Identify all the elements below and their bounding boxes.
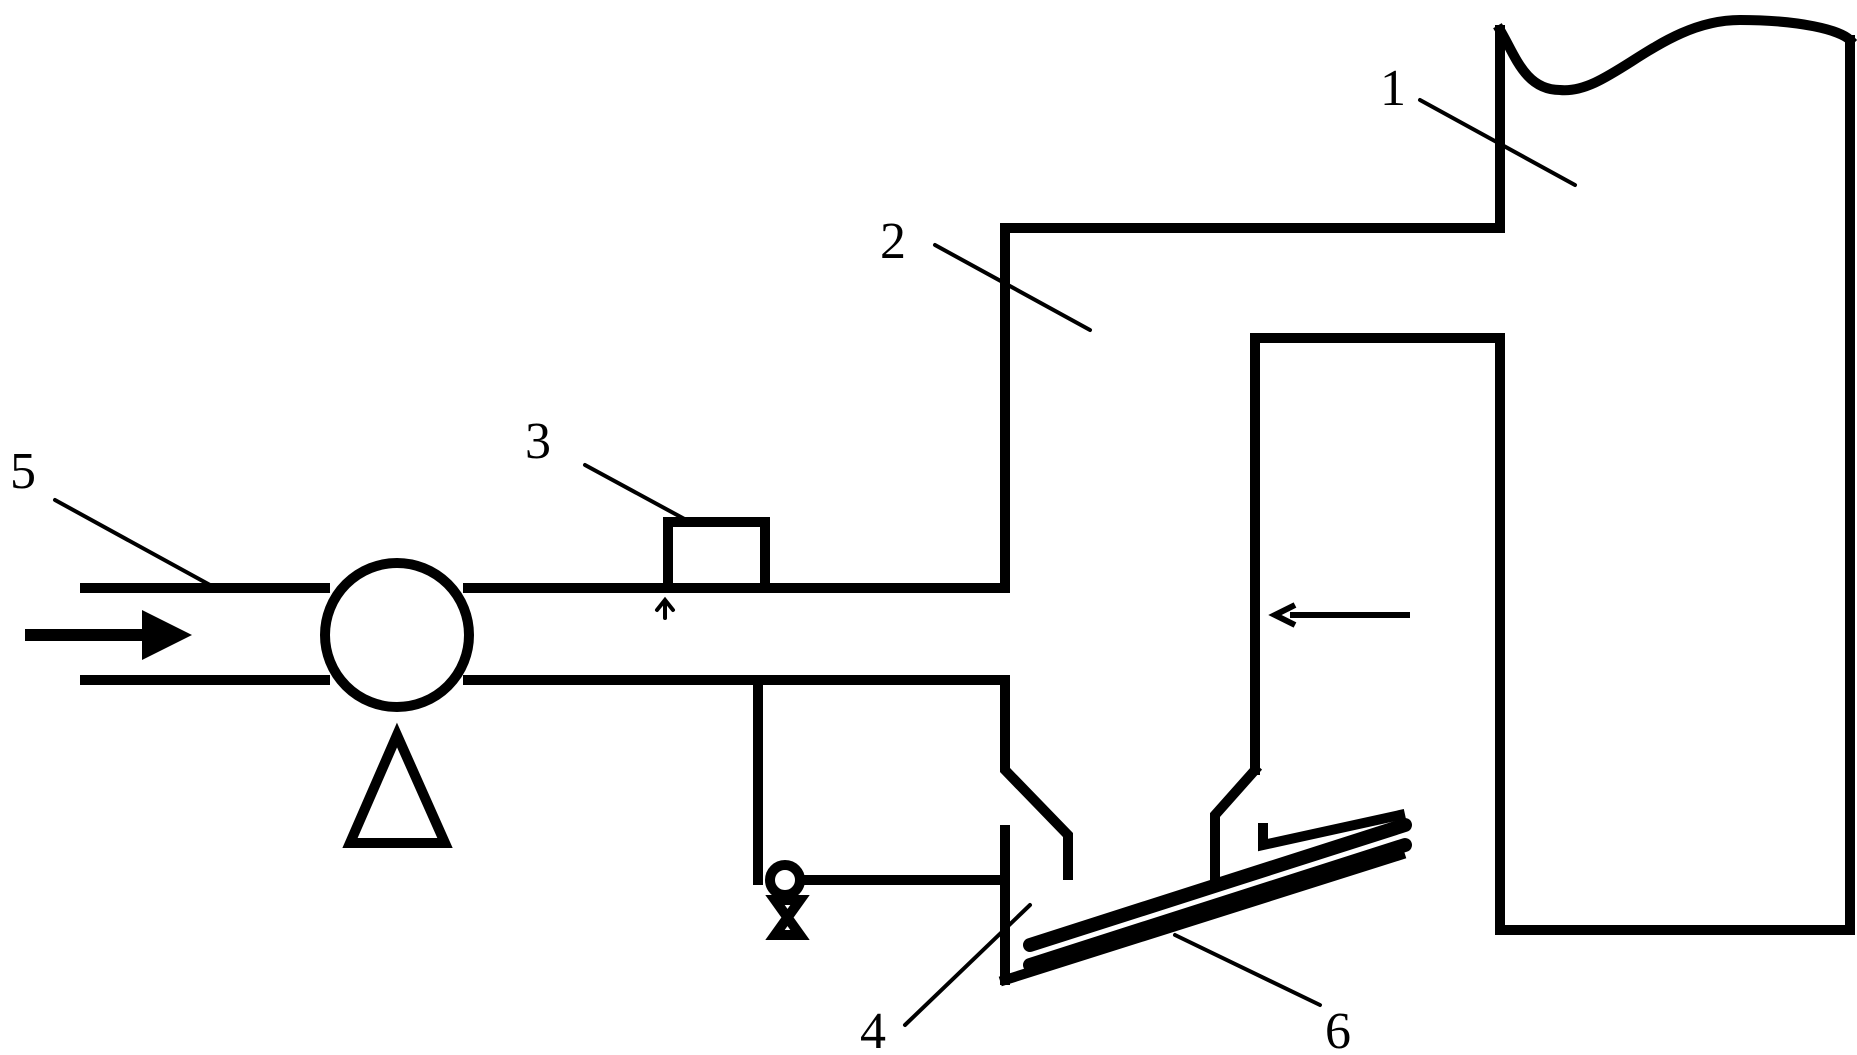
label-furnace: 1 bbox=[1380, 60, 1406, 117]
fan-circle-icon bbox=[320, 558, 474, 712]
label-inlet-pipe: 5 bbox=[10, 443, 36, 500]
inlet-flow-arrow-icon bbox=[25, 610, 192, 660]
valve-circle-icon bbox=[765, 860, 805, 900]
inlet-pipe bbox=[80, 583, 1073, 880]
fan-stand-icon bbox=[342, 722, 453, 848]
blower-fan bbox=[320, 558, 474, 848]
leader-line-2 bbox=[933, 243, 1092, 332]
label-lance: 6 bbox=[1325, 1003, 1351, 1055]
leader-line-6 bbox=[1173, 933, 1322, 1007]
valve-stand-icon bbox=[765, 895, 810, 940]
lance bbox=[1023, 818, 1412, 972]
leader-lines bbox=[53, 98, 1577, 1027]
leader-line-3 bbox=[583, 463, 692, 524]
sensor-box bbox=[655, 517, 770, 620]
leader-line-4 bbox=[903, 903, 1032, 1027]
leader-line-5 bbox=[53, 498, 212, 587]
leader-line-1 bbox=[1418, 98, 1577, 187]
labels: 1 2 3 5 4 6 bbox=[10, 60, 1406, 1055]
label-duct: 2 bbox=[880, 213, 906, 270]
branch-pipe bbox=[753, 675, 1010, 940]
label-sensor: 3 bbox=[525, 413, 551, 470]
label-burner: 4 bbox=[860, 1003, 886, 1055]
furnace-flow-arrow-icon bbox=[1268, 602, 1410, 628]
furnace-vessel bbox=[1493, 14, 1857, 935]
duct bbox=[1000, 223, 1505, 880]
